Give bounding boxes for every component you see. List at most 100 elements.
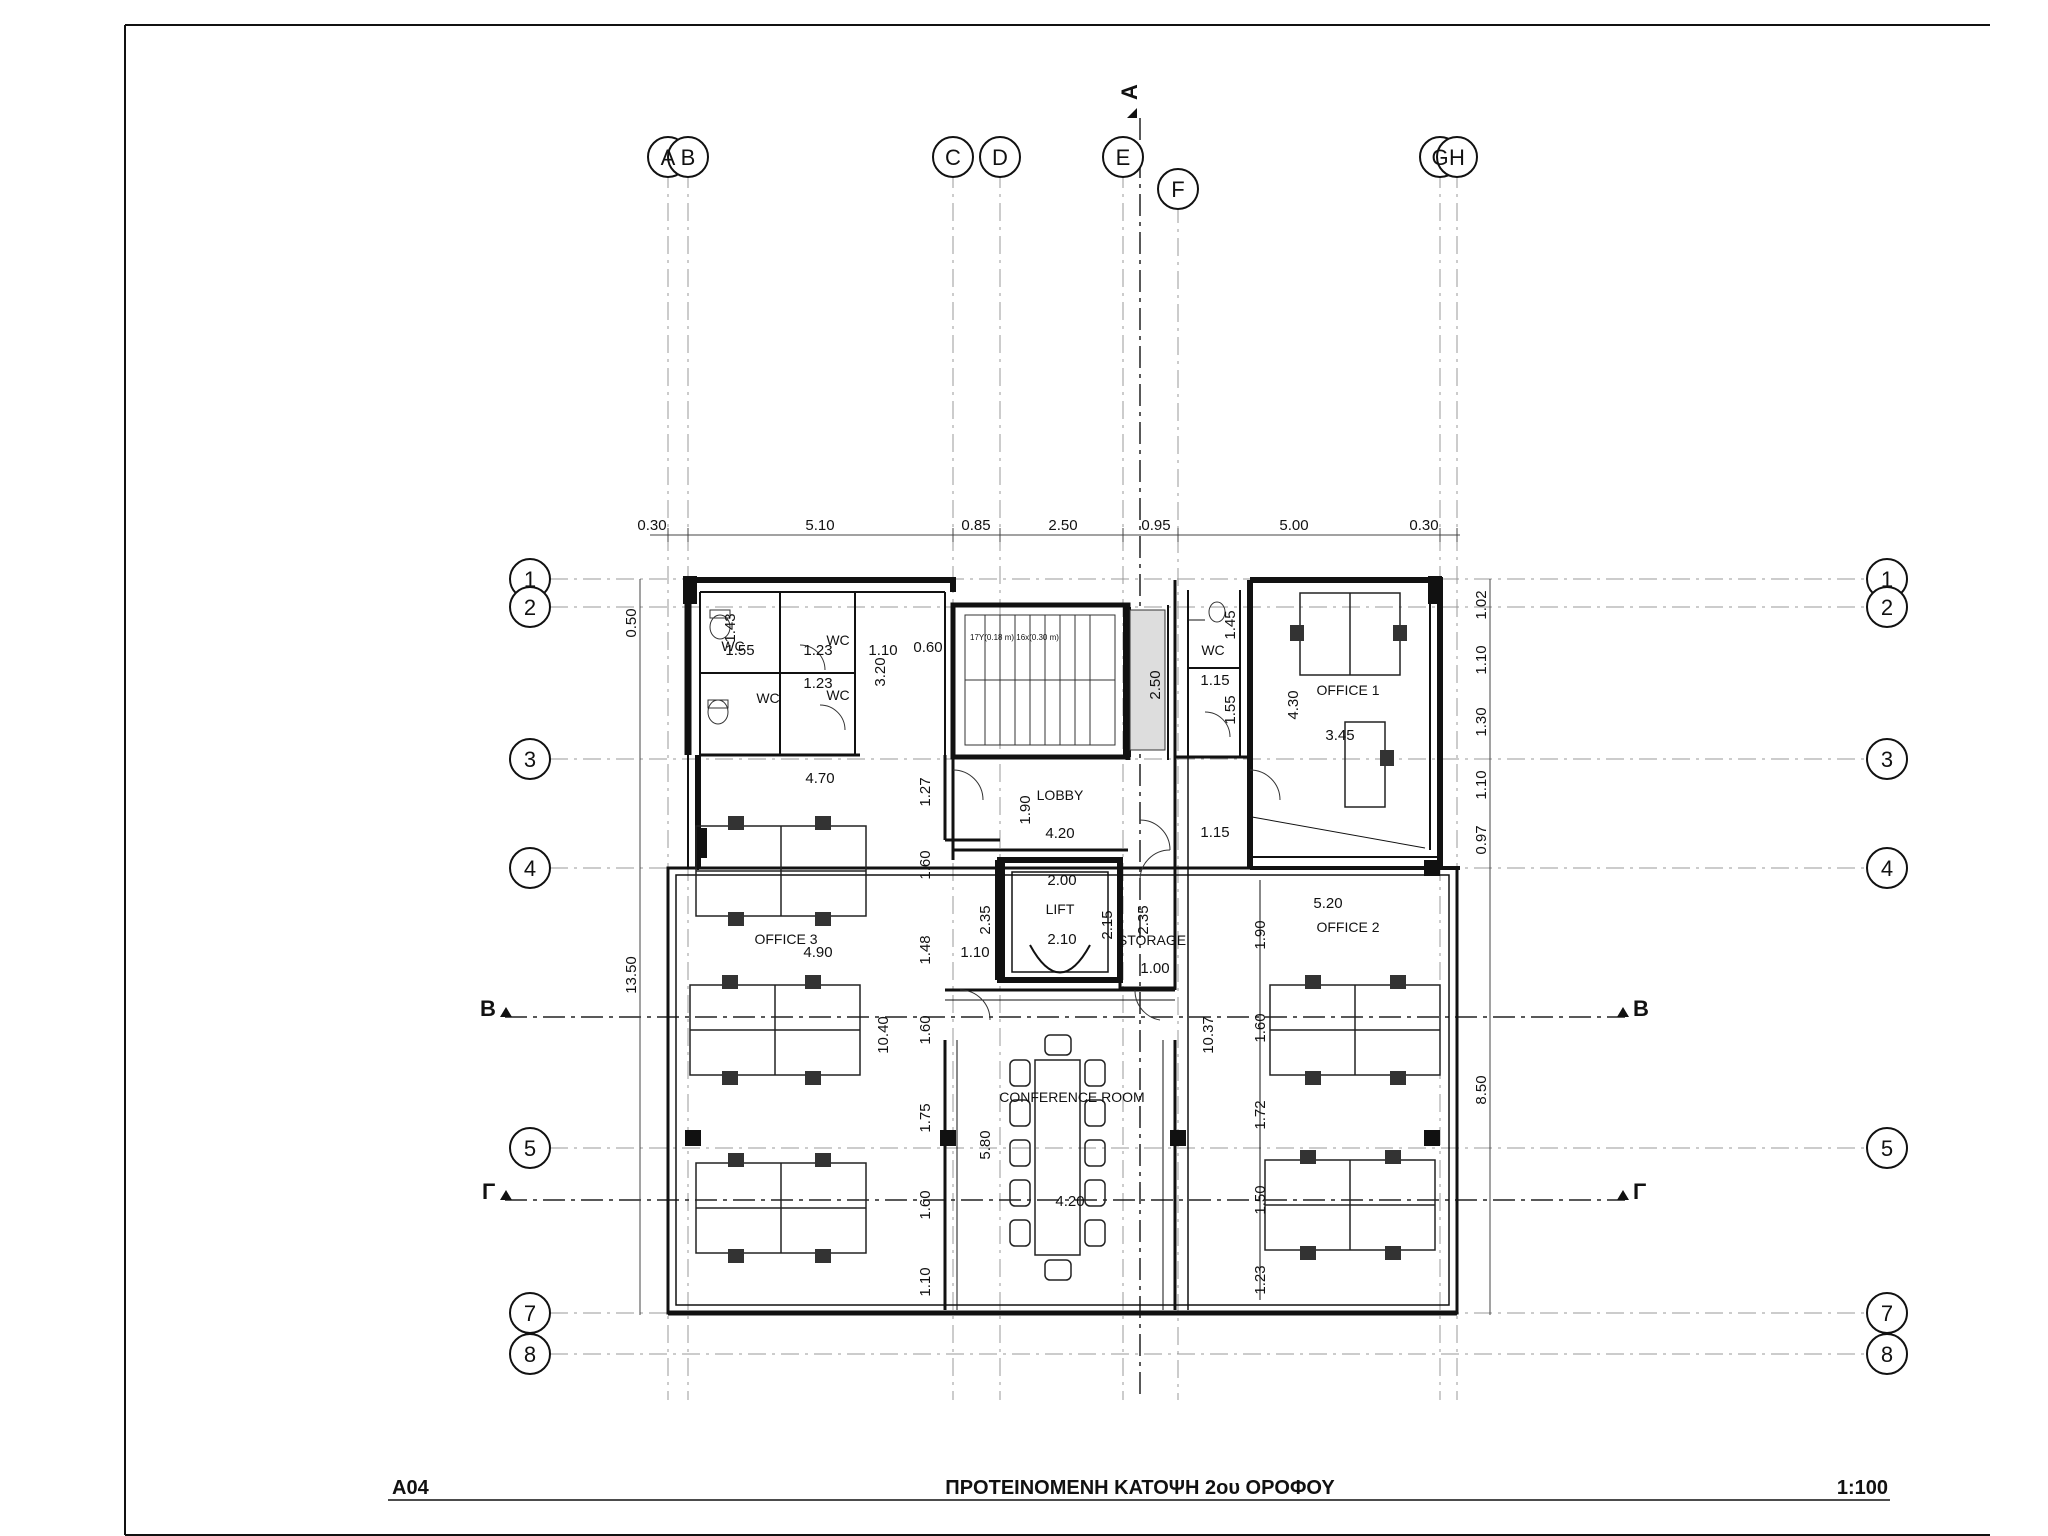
toilet-fixtures [707,601,1226,725]
dim-top-3: 2.50 [1048,517,1077,534]
row-label-3-right: 3 [1881,747,1893,772]
dim-left-0: 0.50 [623,608,640,637]
svg-text:1.55: 1.55 [725,642,754,659]
dim-top-2: 0.85 [961,517,990,534]
svg-text:1.00: 1.00 [1140,960,1169,977]
section-b-left-label: B [480,996,496,1021]
section-g-left-label: Γ [482,1179,495,1204]
svg-text:1.15: 1.15 [1200,672,1229,689]
row-label-5-left: 5 [524,1136,536,1161]
grid-label-A: A [661,145,676,170]
dim-right-0: 1.02 [1473,590,1490,619]
grid-label-D: D [992,145,1008,170]
svg-text:1.90: 1.90 [1252,920,1269,949]
grid-bubble-D [979,136,1021,178]
dim-right-5: 8.50 [1473,1075,1490,1104]
door-swings [799,644,1281,1021]
room-label-wc-4: WC [826,687,849,703]
svg-text:2.15: 2.15 [1099,910,1116,939]
svg-text:1.48: 1.48 [917,935,934,964]
left-dimension-labels: 0.50 13.50 [623,608,640,993]
row-grid-labels: 1 2 3 4 5 7 8 1 2 3 4 5 7 8 [524,567,1893,1367]
section-a-label: A [1117,84,1142,100]
section-b-right-arrow-icon [1617,1007,1629,1017]
dim-top-6: 0.30 [1409,517,1438,534]
grid-label-C: C [945,145,961,170]
svg-text:1.15: 1.15 [1200,824,1229,841]
room-label-office2: OFFICE 2 [1316,919,1379,935]
room-label-lift: LIFT [1046,901,1075,917]
svg-text:1.90: 1.90 [1017,795,1034,824]
room-label-office1: OFFICE 1 [1316,682,1379,698]
svg-text:1.23: 1.23 [803,642,832,659]
section-a-arrow-icon [1127,108,1137,118]
svg-text:2.35: 2.35 [1135,905,1152,934]
svg-text:1.10: 1.10 [917,1267,934,1296]
section-markers: A B B Γ Γ [480,84,1649,1204]
svg-text:5.80: 5.80 [977,1130,994,1159]
svg-text:1.10: 1.10 [868,642,897,659]
grid-bubble-H [1436,136,1478,178]
svg-text:10.40: 10.40 [875,1016,892,1054]
row-label-7-right: 7 [1881,1301,1893,1326]
svg-text:1.72: 1.72 [1252,1100,1269,1129]
row-label-7-left: 7 [524,1301,536,1326]
workstations [689,592,1441,1254]
svg-text:1.10: 1.10 [960,944,989,961]
svg-text:1.60: 1.60 [917,1015,934,1044]
svg-text:3.20: 3.20 [872,657,889,686]
row-grid-bubbles [509,558,1908,1375]
svg-text:1.23: 1.23 [803,675,832,692]
grid-lines [550,170,1870,1400]
svg-text:4.90: 4.90 [803,944,832,961]
room-label-lobby: LOBBY [1037,787,1084,803]
conference-table [1009,1034,1106,1281]
grid-bubble-C [932,136,974,178]
stair-note: 17Y(0.18 m) 16x(0.30 m) [970,633,1059,642]
row-label-1-right: 1 [1881,567,1893,592]
column-grid-labels: A B C D E F G H [661,145,1465,202]
dim-top-1: 5.10 [805,517,834,534]
dim-top-5: 5.00 [1279,517,1308,534]
svg-text:4.20: 4.20 [1055,1193,1084,1210]
row-label-8-right: 8 [1881,1342,1893,1367]
structural-columns [683,576,1442,1146]
room-labels: LOBBY LIFT STORAGE CONFERENCE ROOM OFFIC… [721,632,1379,1105]
dim-right-1: 1.10 [1473,645,1490,674]
grid-bubble-F [1157,168,1199,210]
room-label-office3: OFFICE 3 [754,931,817,947]
grid-label-H: H [1449,145,1465,170]
stair-flights [964,609,1166,751]
svg-text:1.60: 1.60 [917,850,934,879]
sheet-code: A04 [392,1477,430,1499]
grid-bubble-E [1102,136,1144,178]
svg-text:4.30: 4.30 [1285,690,1302,719]
row-label-4-right: 4 [1881,856,1893,881]
row-label-8-left: 8 [524,1342,536,1367]
svg-text:4.20: 4.20 [1045,825,1074,842]
section-lines [505,118,1625,1400]
section-g-right-arrow-icon [1617,1190,1629,1200]
section-g-left-arrow-icon [500,1190,512,1200]
section-b-right-label: B [1633,996,1649,1021]
grid-label-F: F [1171,177,1184,202]
room-label-wc-2: WC [826,632,849,648]
dim-right-2: 1.30 [1473,707,1490,736]
svg-text:1.60: 1.60 [1252,1013,1269,1042]
grid-label-G: G [1431,145,1448,170]
room-label-wc-3: WC [756,690,779,706]
dim-top-4: 0.95 [1141,517,1170,534]
svg-text:1.60: 1.60 [917,1190,934,1219]
office-chairs [722,625,1407,1263]
svg-text:1.50: 1.50 [1252,1185,1269,1214]
row-label-1-left: 1 [524,567,536,592]
svg-text:1.75: 1.75 [917,1103,934,1132]
svg-text:1.23: 1.23 [1252,1265,1269,1294]
svg-text:0.60: 0.60 [913,639,942,656]
room-label-wc-5: WC [1201,642,1224,658]
row-label-3-left: 3 [524,747,536,772]
sheet-scale: 1:100 [1837,1477,1888,1499]
room-label-conference: CONFERENCE ROOM [999,1089,1144,1105]
row-label-2-left: 2 [524,595,536,620]
